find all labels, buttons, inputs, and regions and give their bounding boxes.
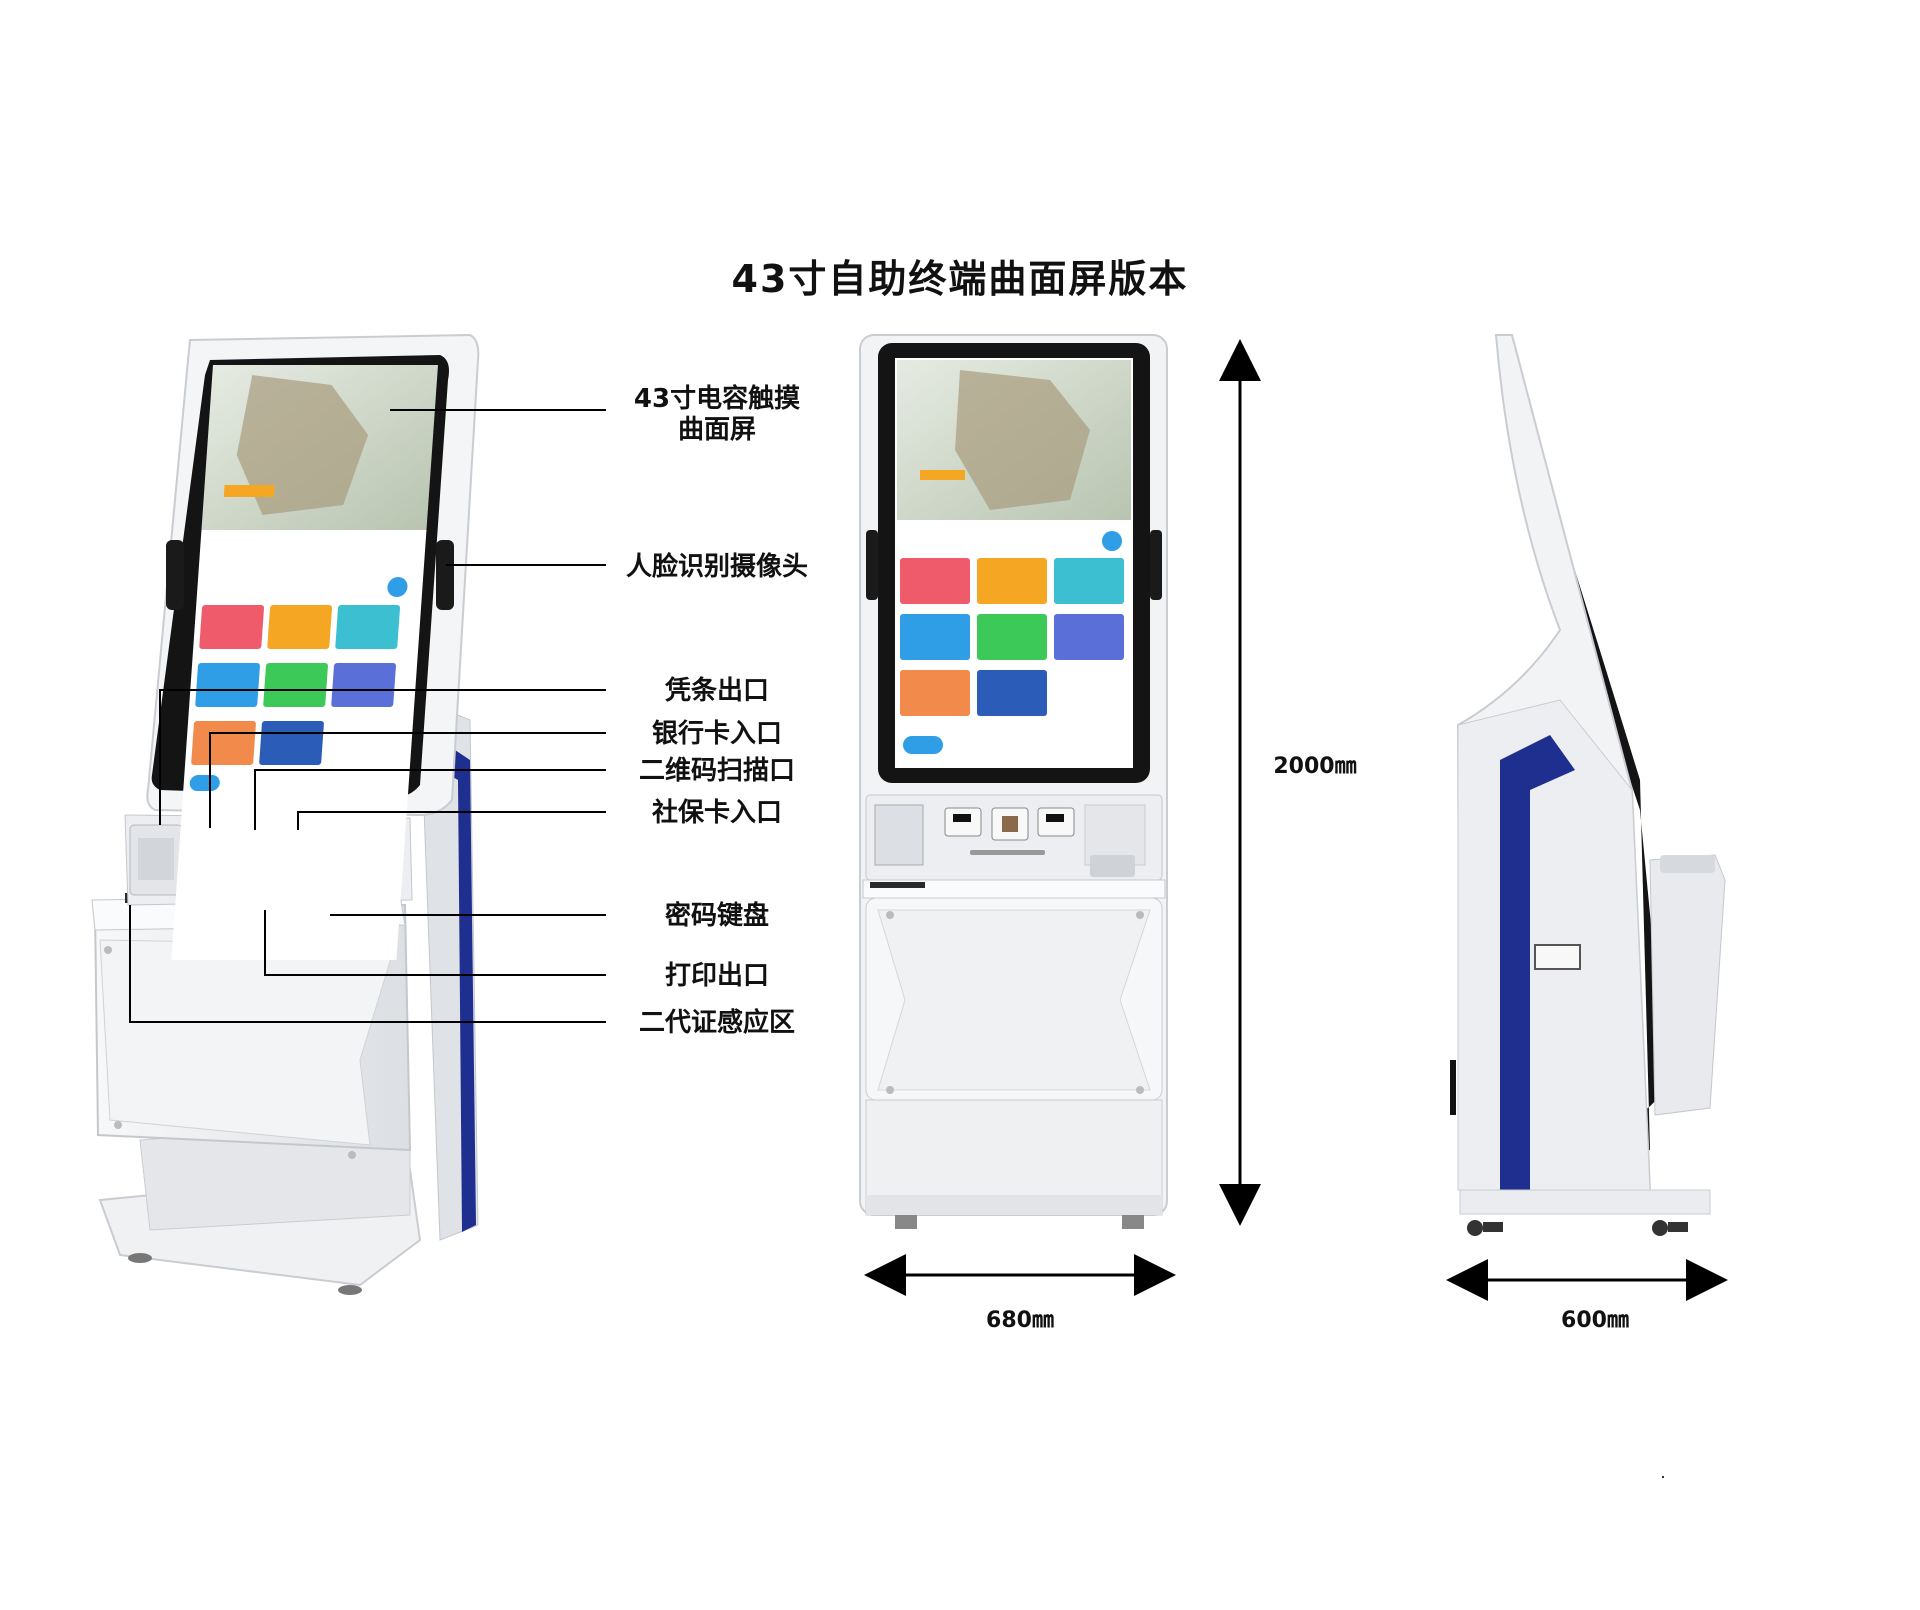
dimension-lines bbox=[864, 339, 1728, 1301]
callout-touchscreen: 43寸电容触摸 曲面屏 bbox=[633, 384, 801, 445]
stray-dot bbox=[1662, 1476, 1664, 1478]
dimension-height: 2000㎜ bbox=[1273, 754, 1357, 779]
callout-receipt-outlet: 凭条出口 bbox=[664, 676, 769, 706]
callout-pin-pad: 密码键盘 bbox=[664, 901, 769, 931]
callout-bank-card-slot: 银行卡入口 bbox=[651, 719, 782, 749]
callout-face-camera: 人脸识别摄像头 bbox=[625, 552, 808, 582]
callout-print-outlet: 打印出口 bbox=[664, 961, 769, 991]
callout-qr-scanner: 二维码扫描口 bbox=[638, 756, 795, 786]
kiosk-perspective-view bbox=[91, 333, 480, 1295]
callout-id-reader: 二代证感应区 bbox=[638, 1008, 795, 1038]
dimension-depth: 600㎜ bbox=[1561, 1308, 1629, 1333]
callout-lines bbox=[129, 409, 606, 1023]
dimension-width: 680㎜ bbox=[986, 1308, 1054, 1333]
callout-social-card-slot: 社保卡入口 bbox=[651, 798, 782, 828]
page-title: 43寸自助终端曲面屏版本 bbox=[731, 257, 1189, 301]
kiosk-side-view bbox=[1450, 334, 1726, 1236]
kiosk-front-view bbox=[859, 334, 1168, 1229]
